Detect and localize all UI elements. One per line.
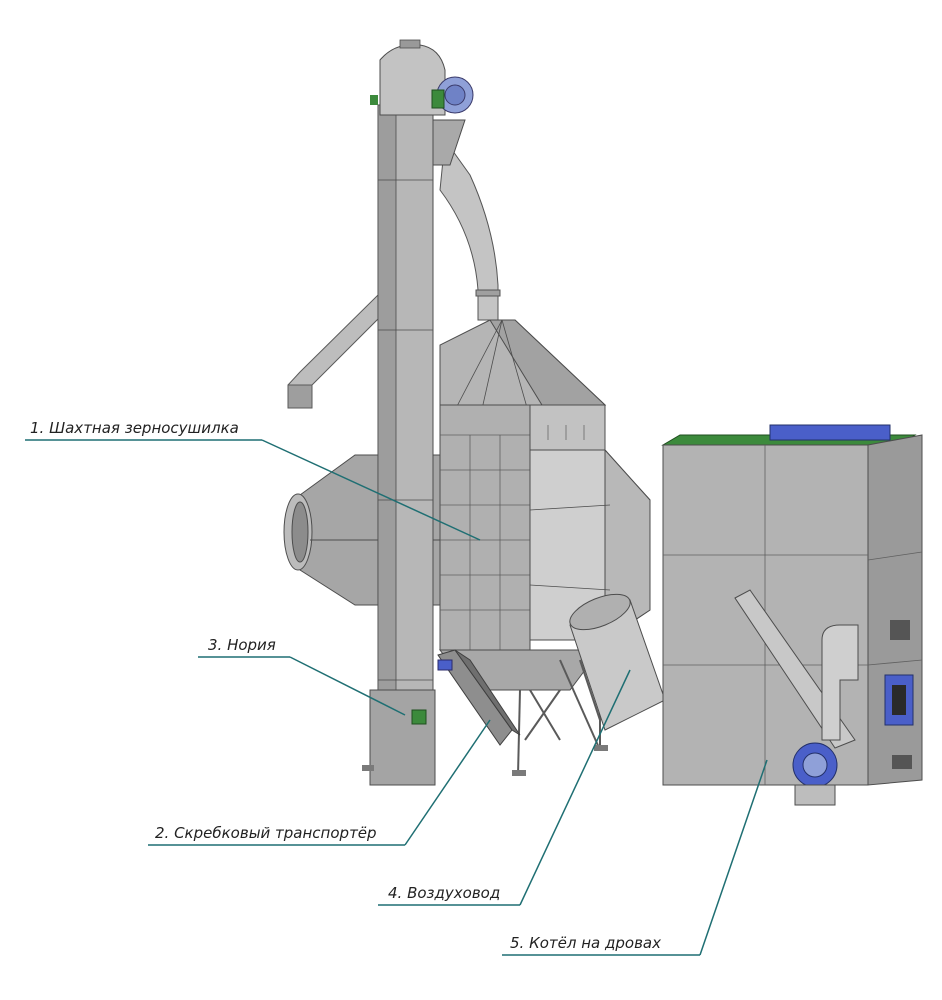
inclined-pipe: [287, 294, 393, 409]
callouts: 1. Шахтная зерносушилка 3. Нория 2. Скре…: [25, 419, 768, 956]
label-conveyor: 2. Скребковый транспортёр: [155, 824, 377, 842]
wood-boiler: [661, 424, 923, 806]
label-boiler: 5. Котёл на дровах: [510, 934, 661, 952]
label-duct: 4. Воздуховод: [388, 884, 500, 902]
feed-spout: [439, 138, 501, 321]
air-duct: [569, 593, 666, 731]
scraper-conveyor: [437, 649, 521, 746]
label-elevator: 3. Нория: [208, 636, 276, 654]
bucket-elevator: [362, 39, 474, 786]
shaft-grain-dryer: [283, 319, 651, 776]
label-dryer: 1. Шахтная зерносушилка: [30, 419, 239, 437]
